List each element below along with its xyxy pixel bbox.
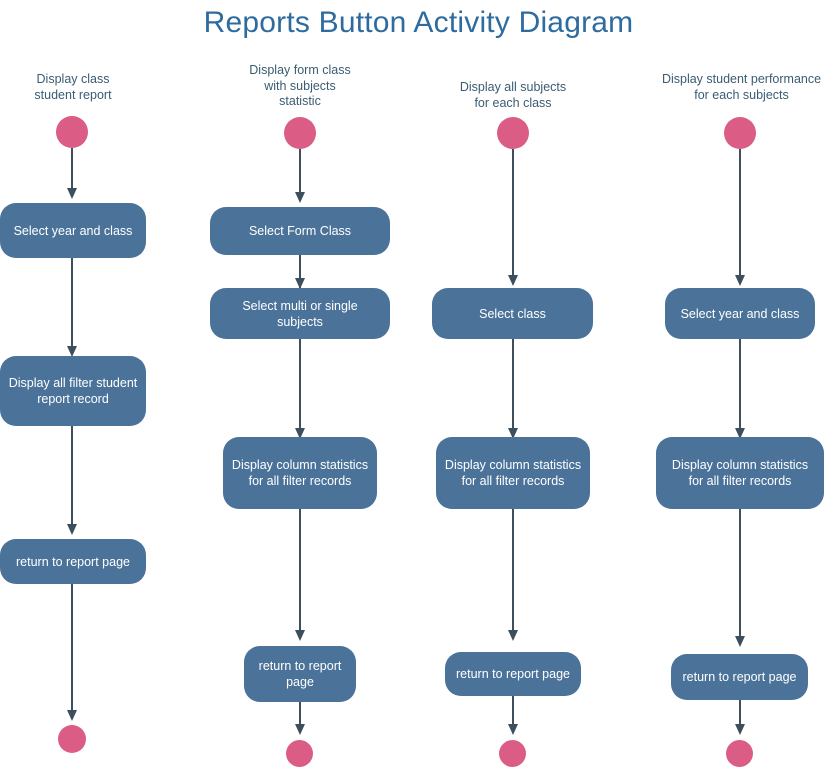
lane-2-edge-4-arrowhead bbox=[295, 630, 305, 641]
lane-2-step-2-label: Select multi or single subjects bbox=[242, 298, 358, 329]
lane-4-edge-3-arrowhead bbox=[735, 636, 745, 647]
lane-1-edge-1-arrowhead bbox=[67, 188, 77, 199]
lane-1-header: Display class student report bbox=[0, 72, 146, 103]
lane-3-edge-1-arrowhead bbox=[508, 275, 518, 286]
lane-2-edge-3 bbox=[299, 339, 301, 436]
lane-4-start-circle bbox=[724, 117, 756, 149]
lane-4-end-circle bbox=[726, 740, 753, 767]
lane-4-step-1-label: Select year and class bbox=[680, 306, 800, 321]
lane-4-step-3[interactable]: return to report page bbox=[671, 654, 808, 700]
lane-1-edge-2-arrowhead bbox=[67, 346, 77, 357]
lane-4-edge-1-arrowhead bbox=[735, 275, 745, 286]
lane-3-end-circle bbox=[499, 740, 526, 767]
lane-1-step-1[interactable]: Select year and class bbox=[0, 203, 146, 258]
lane-4-step-2-label: Display column statistics for all filter… bbox=[671, 458, 809, 488]
lane-2-end-circle bbox=[286, 740, 313, 767]
lane-3-edge-3 bbox=[512, 509, 514, 638]
lane-4-edge-4-arrowhead bbox=[735, 724, 745, 735]
lane-2-edge-2-arrowhead bbox=[295, 278, 305, 289]
lane-2-edge-1-arrowhead bbox=[295, 192, 305, 203]
lane-1-step-3-label: return to report page bbox=[16, 554, 130, 569]
lane-2-edge-4 bbox=[299, 509, 301, 638]
lane-4-header-line-1: Display student performance bbox=[661, 72, 822, 86]
lane-4-edge-2 bbox=[739, 339, 741, 436]
lane-4-edge-1 bbox=[739, 149, 741, 282]
lane-2-step-4[interactable]: return to report page bbox=[244, 646, 356, 702]
lane-1-step-3[interactable]: return to report page bbox=[0, 539, 146, 584]
lane-1-step-2-label: Display all filter student report record bbox=[8, 376, 138, 406]
lane-1-edge-3 bbox=[71, 426, 73, 532]
lane-2-step-1-label: Select Form Class bbox=[248, 224, 352, 238]
lane-3-step-3-label: return to report page bbox=[456, 667, 570, 681]
lane-2-edge-5-arrowhead bbox=[295, 724, 305, 735]
lane-3-step-2[interactable]: Display column statistics for all filter… bbox=[436, 437, 590, 509]
lane-3-step-2-label: Display column statistics for all filter… bbox=[444, 458, 582, 488]
lane-3-step-1[interactable]: Select class bbox=[432, 288, 593, 339]
lane-2-edge-1 bbox=[299, 149, 301, 199]
lane-4-header: Display student performance for each sub… bbox=[646, 72, 837, 103]
lane-3-header-line-1: Display all subjects bbox=[459, 80, 567, 94]
lane-3-header: Display all subjects for each class bbox=[423, 80, 603, 111]
lane-1-edge-3-arrowhead bbox=[67, 524, 77, 535]
lane-2-start-circle bbox=[284, 117, 316, 149]
lane-2-step-2[interactable]: Select multi or single subjects bbox=[210, 288, 390, 339]
lane-1-edge-1 bbox=[71, 148, 73, 196]
lane-1-edge-2 bbox=[71, 258, 73, 354]
lane-3-step-1-label: Select class bbox=[479, 306, 546, 321]
lane-2-edge-2 bbox=[299, 255, 301, 288]
lane-3-edge-4-arrowhead bbox=[508, 724, 518, 735]
lane-1-edge-4-arrowhead bbox=[67, 710, 77, 721]
lane-4-step-2[interactable]: Display column statistics for all filter… bbox=[656, 437, 824, 509]
lane-3-start-circle bbox=[497, 117, 529, 149]
lane-2-edge-5 bbox=[299, 702, 301, 732]
lane-3-step-3[interactable]: return to report page bbox=[445, 652, 581, 696]
lane-2-header-line-1: Display form class bbox=[249, 63, 351, 77]
lane-4-header-line-2: for each subjects bbox=[694, 87, 789, 102]
lane-2-step-1[interactable]: Select Form Class bbox=[210, 207, 390, 255]
lane-1-end-circle bbox=[58, 725, 86, 753]
lane-2-edge-3-arrowhead bbox=[295, 428, 305, 439]
lane-4-step-3-label: return to report page bbox=[682, 670, 797, 684]
lane-2-header-line-3: statistic bbox=[279, 94, 321, 108]
lane-2-step-4-label: return to report page bbox=[258, 659, 342, 689]
lane-1-header-line-2: student report bbox=[34, 87, 112, 102]
lane-3-edge-4 bbox=[512, 696, 514, 732]
lane-1-start-circle bbox=[56, 116, 88, 148]
lane-3-header-line-2: for each class bbox=[474, 95, 552, 110]
lane-3-edge-3-arrowhead bbox=[508, 630, 518, 641]
lane-4-edge-2-arrowhead bbox=[735, 428, 745, 439]
lane-1-step-2[interactable]: Display all filter student report record bbox=[0, 356, 146, 426]
page-title: Reports Button Activity Diagram bbox=[203, 6, 634, 39]
lane-4-edge-4 bbox=[739, 700, 741, 732]
lane-4-edge-3 bbox=[739, 509, 741, 644]
lane-1-step-1-label: Select year and class bbox=[13, 223, 133, 238]
lane-3-edge-2-arrowhead bbox=[508, 428, 518, 439]
lane-1-header-line-1: Display class bbox=[36, 72, 110, 86]
lane-2-step-3[interactable]: Display column statistics for all filter… bbox=[223, 437, 377, 509]
lane-3-edge-1 bbox=[512, 149, 514, 282]
lane-4-step-1[interactable]: Select year and class bbox=[665, 288, 815, 339]
lane-2-header: Display form class with subjects statist… bbox=[210, 63, 390, 110]
lane-2-header-line-2: with subjects bbox=[264, 78, 336, 93]
lane-1-edge-4 bbox=[71, 584, 73, 718]
lane-3-edge-2 bbox=[512, 339, 514, 436]
lane-2-step-3-label: Display column statistics for all filter… bbox=[231, 458, 369, 488]
